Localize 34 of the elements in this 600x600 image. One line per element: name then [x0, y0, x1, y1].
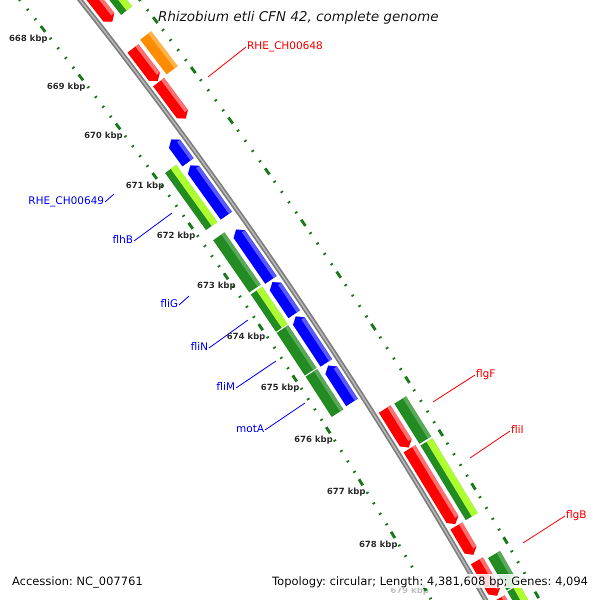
coordinate-label: 676 kbp: [294, 435, 333, 446]
coordinate-label: 668 kbp: [8, 34, 48, 44]
leader-line: [208, 320, 248, 348]
coordinate-label: 675 kbp: [260, 383, 300, 394]
gene-label: RHE_CH00649: [28, 195, 104, 207]
leader-line: [432, 374, 476, 402]
gene-label: fliN: [190, 341, 208, 353]
gene-label: flgB: [566, 509, 586, 521]
gene-label: fliM: [216, 381, 235, 393]
gene-label: fliI: [511, 424, 524, 436]
footer-text: Accession: NC_007761: [10, 574, 145, 588]
coordinate-label: 671 kbp: [126, 180, 164, 191]
gene-label: motA: [236, 423, 264, 435]
gene-label: RHE_CH00648: [247, 40, 323, 52]
leader-line: [236, 360, 276, 388]
title: Rhizobium etli CFN 42, complete genome: [158, 9, 439, 25]
coordinate-label: 677 kbp: [326, 487, 366, 498]
coordinate-label: 678 kbp: [358, 540, 398, 550]
leader-line: [178, 296, 190, 306]
leader-line: [470, 430, 510, 458]
coordinate-label: 674 kbp: [226, 332, 266, 342]
leader-line: [522, 516, 566, 544]
footer-text: Topology: circular; Length: 4,381,608 bp; Genes: 4,094: [270, 574, 590, 588]
leader-line: [104, 194, 114, 202]
coordinate-label: 673 kbp: [197, 281, 236, 292]
leader-line: [208, 46, 246, 78]
gene-label: fliG: [160, 298, 178, 310]
coordinate-label: 672 kbp: [156, 230, 196, 241]
coordinate-label: 669 kbp: [46, 82, 86, 92]
leader-line: [134, 212, 172, 242]
coordinate-label: 670 kbp: [84, 131, 123, 142]
leader-line: [264, 402, 306, 430]
gene-label: flhB: [112, 234, 133, 246]
gene-label: flgF: [476, 368, 496, 380]
